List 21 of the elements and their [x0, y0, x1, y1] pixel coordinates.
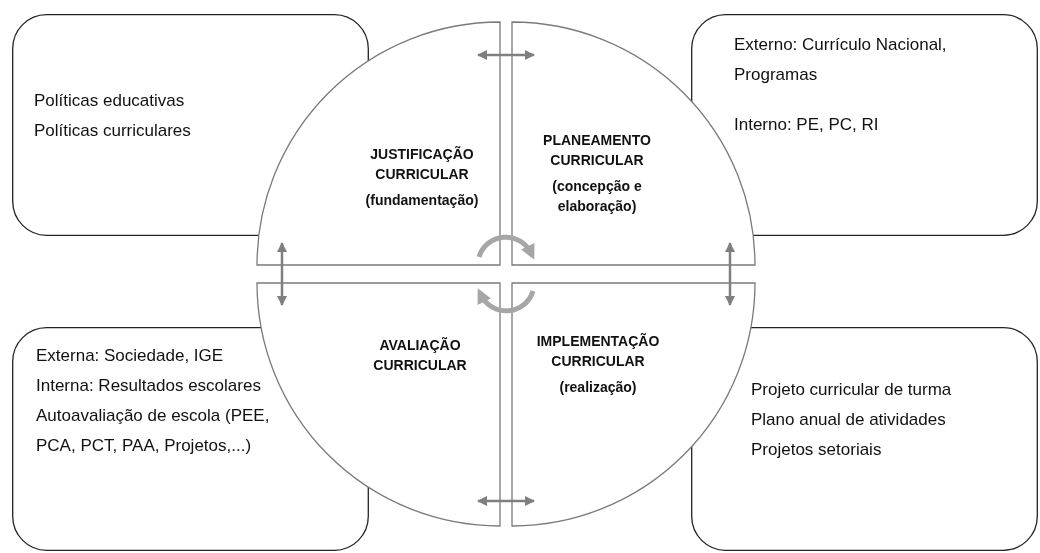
double-arrow [725, 242, 735, 306]
list-text: Interno: PE, PC, RI [734, 114, 880, 136]
stage-subtitle: (concepção e elaboração) [551, 177, 643, 216]
list-text: Políticas curriculares [34, 120, 192, 142]
list-text: Projeto curricular de turma [751, 379, 953, 401]
list-text: Autoavaliação de escola (PEE, PCA, PCT, PAA, Projetos,...) [36, 405, 271, 457]
list-text: Interna: Resultados escolares [36, 375, 262, 397]
list-text: Externo: Currículo Nacional, Programas [734, 34, 948, 86]
double-arrow [277, 242, 287, 306]
double-arrow [477, 50, 535, 60]
stage-title: AVALIAÇÃO CURRICULAR [372, 336, 468, 375]
list-text: Externa: Sociedade, IGE [36, 345, 225, 367]
stage-title: PLANEAMENTO CURRICULAR [542, 131, 652, 170]
stage-title: IMPLEMENTAÇÃO CURRICULAR [535, 332, 661, 371]
double-arrow [477, 496, 535, 506]
list-text: Projetos setoriais [751, 439, 883, 461]
stage-subtitle: (realização) [558, 378, 638, 397]
list-text: Políticas educativas [34, 90, 186, 112]
list-text: Plano anual de atividades [751, 409, 947, 431]
stage-title: JUSTIFICAÇÃO CURRICULAR [369, 145, 475, 184]
stage-subtitle: (fundamentação) [364, 191, 480, 210]
